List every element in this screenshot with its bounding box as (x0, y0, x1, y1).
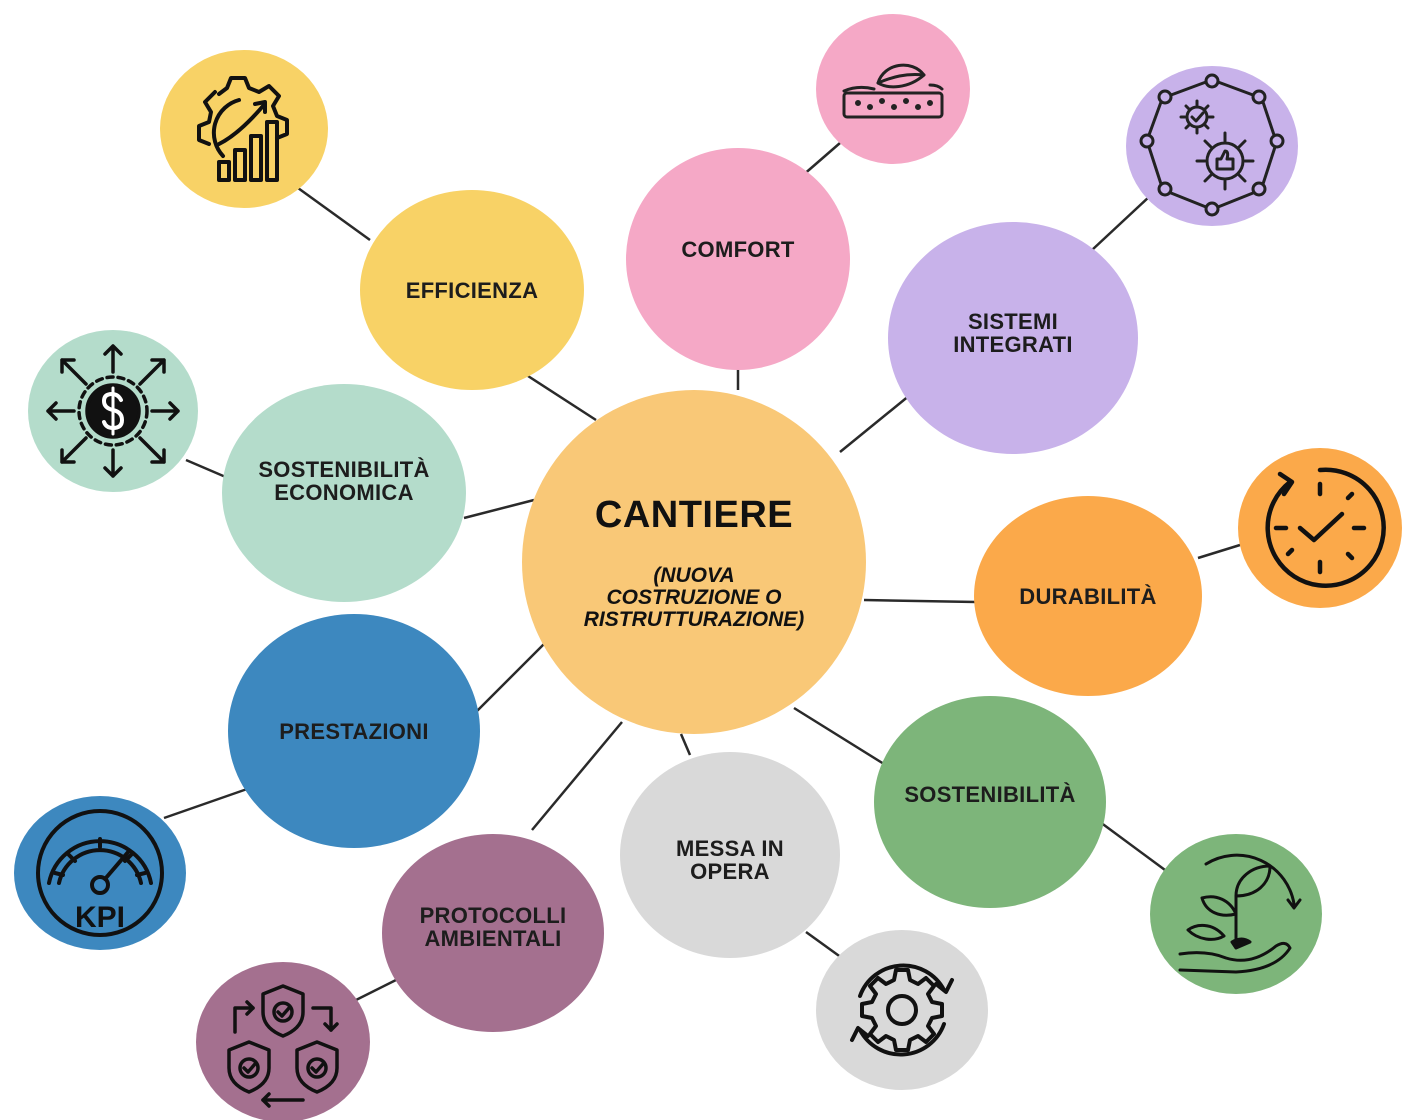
kpi-label: KPI (75, 901, 125, 934)
center-title: CANTIERE (594, 493, 794, 536)
shield-check-cycle-icon (196, 962, 370, 1120)
gear-growth-chart-icon (160, 50, 328, 208)
node-durabilita: DURABILITÀ (974, 496, 1202, 696)
center-subtitle: (NUOVA COSTRUZIONE O RISTRUTTURAZIONE) (583, 563, 805, 631)
connector-center-sostenibilita (793, 706, 885, 766)
node-protocolli-label: PROTOCOLLI AMBIENTALI (419, 903, 567, 951)
connector-efficienza-icon (297, 186, 371, 242)
connector-center-messa (679, 733, 692, 756)
node-messa-in-opera: MESSA IN OPERA (620, 752, 840, 958)
connector-protocolli-icon (355, 978, 397, 1002)
node-prestazioni-label: PRESTAZIONI (279, 718, 429, 744)
connector-messa-icon (805, 930, 843, 960)
gear-cycle-icon (816, 930, 988, 1090)
kpi-gauge-icon: KPI (14, 796, 186, 950)
connector-center-efficienza (527, 374, 597, 422)
clock-check-icon (1238, 448, 1402, 608)
node-economica-label: SOSTENIBILITÀ ECONOMICA (258, 457, 430, 505)
node-efficienza-label: EFFICIENZA (405, 277, 539, 303)
integrated-gears-network-icon (1126, 66, 1298, 226)
node-durabilita-label: DURABILITÀ (1019, 583, 1157, 609)
connector-center-prestazioni (475, 641, 547, 713)
node-efficienza: EFFICIENZA (360, 190, 584, 390)
node-sostenibilita-economica: SOSTENIBILITÀ ECONOMICA (222, 384, 466, 602)
node-prestazioni: PRESTAZIONI (228, 614, 480, 848)
connector-sostenibilita-icon (1099, 820, 1166, 872)
connector-economica-icon (185, 458, 229, 480)
connector-prestazioni-icon (163, 786, 251, 820)
node-sostenibilita: SOSTENIBILITÀ (874, 696, 1106, 908)
dollar-arrows-icon (28, 330, 198, 492)
center-node: CANTIERE (NUOVA COSTRUZIONE O RISTRUTTUR… (522, 390, 866, 734)
node-comfort: COMFORT (626, 148, 850, 370)
node-sistemi-integrati: SISTEMI INTEGRATI (888, 222, 1138, 454)
connector-center-economica (463, 498, 535, 520)
node-sistemi-label: SISTEMI INTEGRATI (953, 309, 1073, 357)
node-messa-label: MESSA IN OPERA (676, 836, 784, 884)
connector-center-durabilita (863, 598, 977, 604)
connector-durabilita-icon (1197, 543, 1241, 560)
connector-center-sistemi (839, 394, 911, 453)
mattress-leaf-icon (816, 14, 970, 164)
connector-center-protocolli (531, 721, 623, 831)
connector-sistemi-icon (1091, 195, 1151, 251)
connector-comfort-icon (801, 142, 841, 177)
node-sostenibilita-label: SOSTENIBILITÀ (904, 781, 1076, 807)
node-comfort-label: COMFORT (681, 236, 795, 262)
plant-in-hand-icon (1150, 834, 1322, 994)
node-protocolli-ambientali: PROTOCOLLI AMBIENTALI (382, 834, 604, 1032)
